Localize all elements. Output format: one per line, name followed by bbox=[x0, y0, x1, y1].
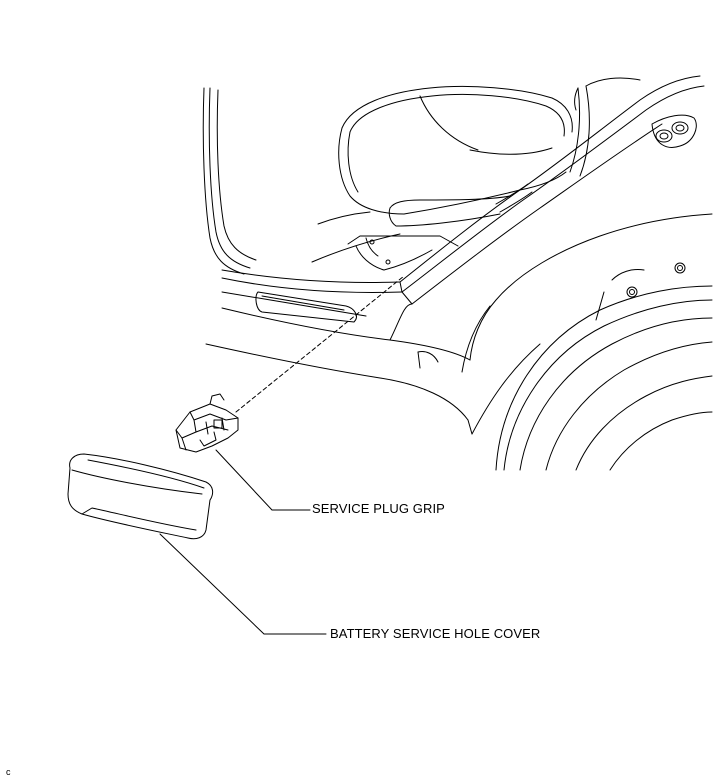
corner-mark: c bbox=[6, 767, 11, 777]
service-plug-grip-label: SERVICE PLUG GRIP bbox=[312, 501, 445, 516]
battery-service-hole-cover-label: BATTERY SERVICE HOLE COVER bbox=[330, 626, 541, 641]
service-plug-grip-leader bbox=[215, 449, 311, 511]
seat bbox=[311, 77, 641, 271]
service-plug-grip-part bbox=[175, 393, 239, 453]
battery-cover-leader bbox=[159, 533, 327, 635]
door-opening-edge bbox=[202, 87, 257, 275]
b-pillar bbox=[389, 75, 713, 435]
rocker-panel bbox=[205, 269, 471, 421]
battery-service-hole-cover-part bbox=[67, 453, 214, 540]
rear-quarter-panel bbox=[495, 114, 713, 471]
installation-guide-line bbox=[235, 275, 405, 413]
